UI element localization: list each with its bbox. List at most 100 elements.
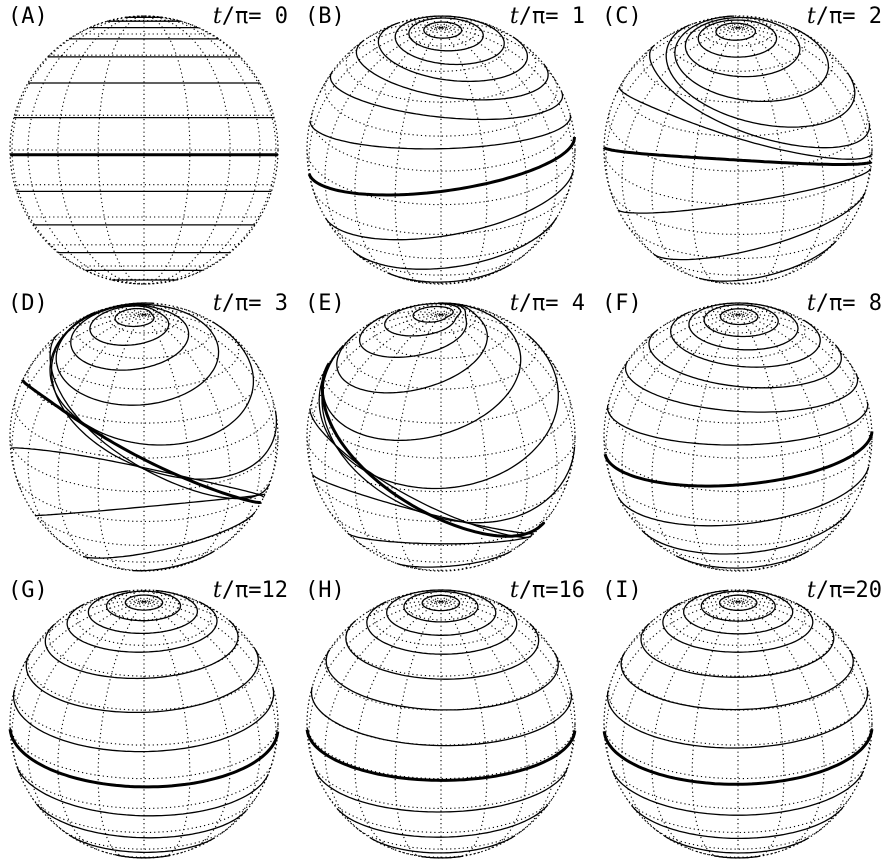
graticule-meridian xyxy=(440,590,460,602)
contour-line-bold xyxy=(602,146,873,166)
contour-line xyxy=(345,620,540,680)
graticule-latitude xyxy=(31,510,257,547)
graticule-latitude xyxy=(702,304,774,334)
contour-line-bold xyxy=(21,379,262,504)
contour-line xyxy=(617,466,870,527)
graticule-latitude xyxy=(405,304,477,334)
graticule-latitude xyxy=(670,22,806,72)
contour-line xyxy=(366,601,518,655)
graticule-meridian xyxy=(308,27,442,203)
graticule-latitude xyxy=(306,436,576,493)
graticule-meridian xyxy=(143,594,188,603)
graticule-meridian xyxy=(440,27,558,260)
graticule-meridian xyxy=(97,601,145,857)
time-value: /π= 8 xyxy=(815,291,882,316)
graticule-latitude xyxy=(324,364,558,424)
contour-line xyxy=(325,649,559,711)
graticule-latitude xyxy=(9,723,279,780)
graticule-latitude xyxy=(621,364,855,424)
time-value: /π= 4 xyxy=(518,291,585,316)
graticule-meridian xyxy=(605,314,739,490)
contour-line xyxy=(87,589,199,635)
graticule-meridian xyxy=(737,600,860,666)
graticule-meridian xyxy=(737,594,782,603)
graticule-latitude xyxy=(399,563,483,571)
contour-line xyxy=(715,22,757,41)
graticule-meridian xyxy=(440,601,558,834)
contour-line xyxy=(309,408,532,539)
contour-line xyxy=(384,302,462,337)
time-value: /π=20 xyxy=(815,578,882,603)
contour-line xyxy=(336,804,549,838)
contour-line xyxy=(421,855,464,859)
contour-line xyxy=(329,71,564,121)
contour-line xyxy=(352,217,558,270)
graticule-meridian xyxy=(397,307,442,316)
contour-line xyxy=(115,854,171,859)
contour-line xyxy=(336,302,488,394)
contour-line xyxy=(606,687,869,749)
contour-line xyxy=(664,835,809,854)
graticule-latitude xyxy=(603,436,873,493)
graticule-latitude xyxy=(405,591,477,621)
contour-line xyxy=(408,17,484,52)
graticule-latitude xyxy=(306,723,576,780)
time-label: t/π= 4 xyxy=(467,291,585,316)
graticule-meridian xyxy=(143,314,261,547)
time-value: /π= 0 xyxy=(221,4,288,29)
graticule-meridian xyxy=(737,20,782,29)
contour-line xyxy=(89,305,170,346)
graticule-latitude xyxy=(670,596,806,646)
time-value: /π=16 xyxy=(518,578,585,603)
contour-line xyxy=(412,305,454,323)
graticule-latitude xyxy=(399,850,483,858)
graticule-meridian xyxy=(324,27,442,260)
contour-line xyxy=(68,834,216,854)
contour-line xyxy=(315,769,568,813)
contour-line xyxy=(719,308,759,326)
contour-line xyxy=(124,594,164,611)
graticule-latitude xyxy=(31,797,257,834)
contour-line xyxy=(10,447,265,498)
time-variable: t xyxy=(212,4,222,29)
graticule-latitude xyxy=(608,686,868,746)
graticule-latitude xyxy=(603,723,873,780)
contour-line xyxy=(318,333,559,490)
panel-label: (C) xyxy=(602,4,642,29)
graticule-meridian xyxy=(440,314,558,547)
contour-line xyxy=(50,311,278,480)
graticule-meridian xyxy=(143,307,188,316)
contour-line xyxy=(684,16,801,78)
graticule-meridian xyxy=(440,601,574,777)
graticule-latitude xyxy=(324,77,558,137)
graticule-meridian xyxy=(440,314,488,570)
contour-line xyxy=(620,649,854,711)
contour-line xyxy=(132,550,215,572)
graticule-meridian xyxy=(605,601,739,777)
panel-label: (B) xyxy=(305,4,345,29)
graticule-latitude xyxy=(702,591,774,621)
contour-line xyxy=(648,329,842,389)
time-label: t/π= 3 xyxy=(170,291,288,316)
time-label: t/π=20 xyxy=(764,578,882,603)
contour-line-bold xyxy=(8,728,280,789)
graticule-latitude xyxy=(625,223,851,260)
contour-line xyxy=(25,648,259,714)
time-variable: t xyxy=(212,578,222,603)
graticule-meridian xyxy=(440,601,488,857)
graticule-meridian xyxy=(605,27,739,203)
contour-line xyxy=(624,360,859,413)
graticule-meridian xyxy=(440,16,460,28)
panel-label: (E) xyxy=(305,291,345,316)
contour-line xyxy=(322,302,522,442)
graticule-meridian xyxy=(737,16,757,28)
graticule-meridian xyxy=(616,600,739,666)
graticule-meridian xyxy=(143,15,191,285)
graticule-meridian xyxy=(737,601,871,777)
